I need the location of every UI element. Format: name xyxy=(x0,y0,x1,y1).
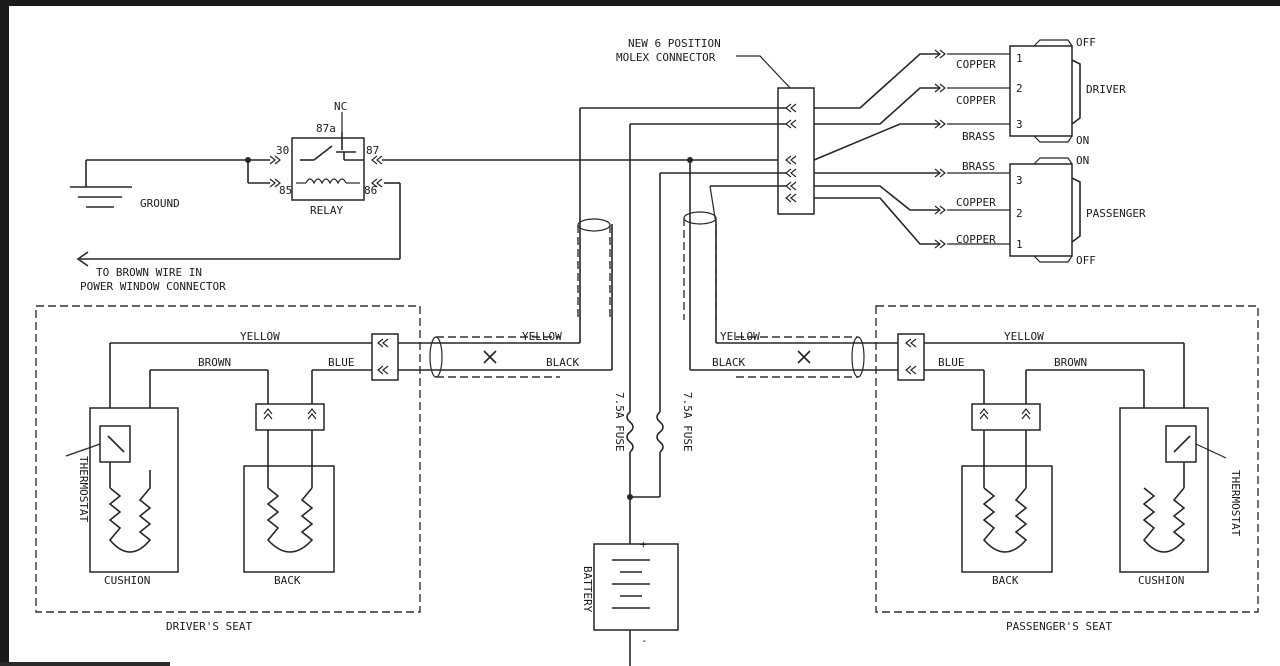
driver-brown-label: BROWN xyxy=(198,356,231,369)
driver-back-connector[interactable] xyxy=(255,403,325,431)
top-border xyxy=(0,0,1280,6)
passenger-switch[interactable] xyxy=(1009,157,1081,263)
passenger-back-element[interactable] xyxy=(961,430,1053,573)
driver-blue-label: BLUE xyxy=(328,356,355,369)
driver-cushion-element[interactable] xyxy=(65,407,179,573)
relay-86-label: 86 xyxy=(364,184,377,197)
driver-shielded-cable xyxy=(429,218,611,378)
molex-connector[interactable] xyxy=(777,87,815,215)
driver-switch-n3: 3 xyxy=(1016,118,1023,131)
molex-label-line2: MOLEX CONNECTOR xyxy=(616,51,716,64)
passenger-on-label: ON xyxy=(1076,154,1089,167)
driver-back-element[interactable] xyxy=(243,430,335,573)
relay xyxy=(291,112,365,201)
brown-wire-note-line1: TO BROWN WIRE IN xyxy=(96,266,202,279)
passenger-switch-label: PASSENGER xyxy=(1086,207,1146,220)
center-right-yellow-label: YELLOW xyxy=(720,330,760,343)
fuse-battery-wiring xyxy=(626,124,664,666)
fuse-1-label: 7.5A FUSE xyxy=(613,392,626,452)
ground-symbol xyxy=(70,159,270,208)
driver-cushion-label: CUSHION xyxy=(104,574,150,587)
driver-switch[interactable] xyxy=(1009,39,1081,143)
drivers-seat-box xyxy=(35,305,421,613)
center-right-black-label: BLACK xyxy=(712,356,745,369)
driver-switch-n1: 1 xyxy=(1016,52,1023,65)
center-left-yellow-label: YELLOW xyxy=(522,330,562,343)
passenger-pin1-wire: COPPER xyxy=(956,233,996,246)
brown-wire-note-line2: POWER WINDOW CONNECTOR xyxy=(80,280,226,293)
ground-label: GROUND xyxy=(140,197,180,210)
driver-yellow-label: YELLOW xyxy=(240,330,280,343)
passenger-blue-label: BLUE xyxy=(938,356,965,369)
passenger-pin2-wire: COPPER xyxy=(956,196,996,209)
passenger-switch-n3: 3 xyxy=(1016,174,1023,187)
driver-switch-n2: 2 xyxy=(1016,82,1023,95)
passenger-shielded-cable xyxy=(683,211,865,378)
passenger-off-label: OFF xyxy=(1076,254,1096,267)
passenger-brown-label: BROWN xyxy=(1054,356,1087,369)
driver-seat-wiring xyxy=(109,108,613,540)
battery[interactable] xyxy=(593,543,679,631)
switch-wiring xyxy=(580,49,1010,332)
center-left-black-label: BLACK xyxy=(546,356,579,369)
battery-label: BATTERY xyxy=(581,566,594,613)
driver-switch-label: DRIVER xyxy=(1086,83,1126,96)
relay-85-label: 85 xyxy=(279,184,292,197)
relay-nc-label: NC xyxy=(334,100,347,113)
passengers-seat-label: PASSENGER'S SEAT xyxy=(1006,620,1112,633)
relay-87-label: 87 xyxy=(366,144,379,157)
passenger-cushion-element[interactable] xyxy=(1119,407,1227,573)
driver-pin3-wire: BRASS xyxy=(962,130,995,143)
relay-30-label: 30 xyxy=(276,144,289,157)
passenger-yellow-label: YELLOW xyxy=(1004,330,1044,343)
driver-seat-connector[interactable] xyxy=(371,333,399,381)
driver-pin1-wire: COPPER xyxy=(956,58,996,71)
driver-pin2-wire: COPPER xyxy=(956,94,996,107)
passenger-thermostat-label: THERMOSTAT xyxy=(1229,470,1242,537)
passengers-seat-box xyxy=(875,305,1259,613)
molex-leader xyxy=(736,55,793,91)
relay-wiring xyxy=(76,155,790,267)
passenger-back-connector[interactable] xyxy=(971,403,1041,431)
bottom-border xyxy=(0,662,170,666)
passenger-switch-n1: 1 xyxy=(1016,238,1023,251)
driver-back-label: BACK xyxy=(274,574,301,587)
molex-label-line1: NEW 6 POSITION xyxy=(628,37,721,50)
battery-plus: + xyxy=(640,538,647,551)
passenger-switch-n2: 2 xyxy=(1016,207,1023,220)
passenger-seat-connector[interactable] xyxy=(897,333,925,381)
drivers-seat-label: DRIVER'S SEAT xyxy=(166,620,252,633)
driver-off-label: OFF xyxy=(1076,36,1096,49)
passenger-back-label: BACK xyxy=(992,574,1019,587)
driver-thermostat-label: THERMOSTAT xyxy=(77,456,90,523)
relay-87a-label: 87a xyxy=(316,122,336,135)
passenger-pin3-wire: BRASS xyxy=(962,160,995,173)
fuse-2-label: 7.5A FUSE xyxy=(681,392,694,452)
driver-on-label: ON xyxy=(1076,134,1089,147)
left-border xyxy=(0,0,9,666)
relay-label: RELAY xyxy=(310,204,343,217)
battery-minus: - xyxy=(641,634,648,647)
passenger-seat-wiring xyxy=(689,185,1185,540)
passenger-cushion-label: CUSHION xyxy=(1138,574,1184,587)
